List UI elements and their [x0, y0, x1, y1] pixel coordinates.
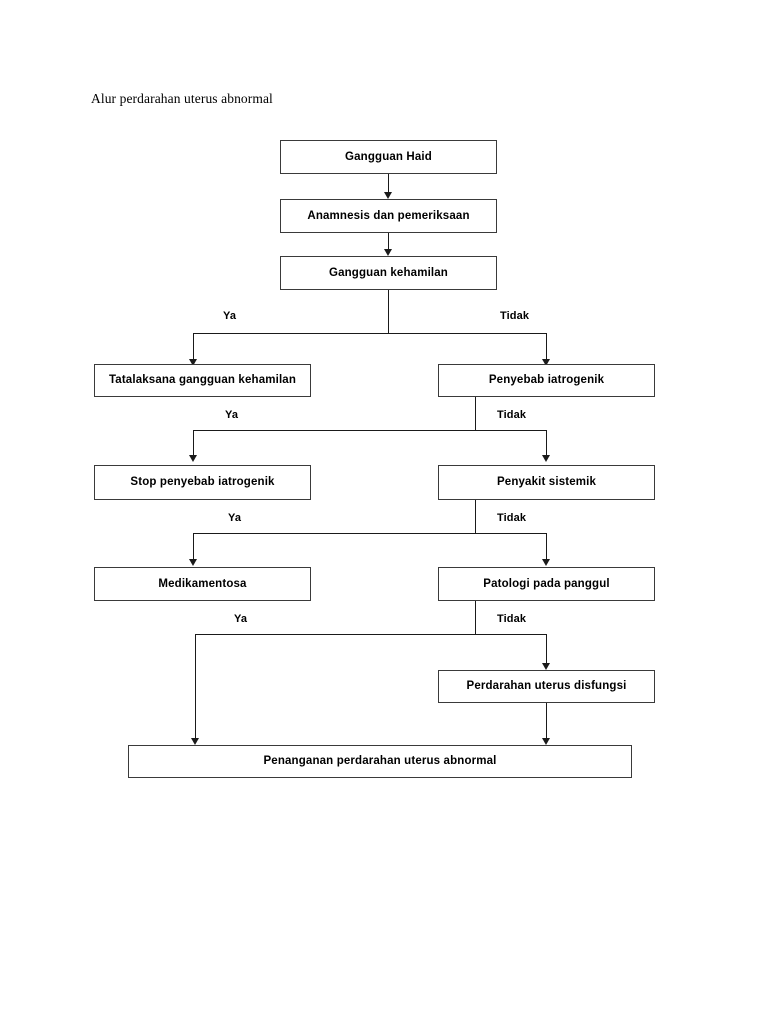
node-penyakit-sistemik: Penyakit sistemik	[438, 465, 655, 500]
branch-label-ya-2: Ya	[225, 409, 239, 421]
connector-disfungsi-to-penanganan	[546, 703, 547, 738]
node-penanganan-perdarahan-uterus-abnormal: Penanganan perdarahan uterus abnormal	[128, 745, 632, 778]
node-gangguan-kehamilan: Gangguan kehamilan	[280, 256, 497, 290]
connector-gangguan-haid-to-anamnesis	[388, 174, 389, 192]
connector-branch1-stem	[388, 290, 389, 333]
connector-branch1-left-down	[193, 333, 194, 359]
branch-label-ya-4: Ya	[234, 613, 248, 625]
node-patologi-pada-panggul: Patologi pada panggul	[438, 567, 655, 601]
connector-branch1-right-down	[546, 333, 547, 359]
arrowhead-to-patologi-pada-panggul	[541, 559, 550, 566]
connector-branch4-right-down	[546, 634, 547, 663]
branch-label-tidak-1: Tidak	[500, 310, 530, 322]
node-penyebab-iatrogenik: Penyebab iatrogenik	[438, 364, 655, 397]
node-stop-penyebab-iatrogenik: Stop penyebab iatrogenik	[94, 465, 311, 500]
arrowhead-right-to-penanganan	[541, 738, 550, 745]
connector-branch2-left-down	[193, 430, 194, 455]
branch-label-tidak-2: Tidak	[497, 409, 527, 421]
connector-branch3-horizontal	[193, 533, 546, 534]
arrowhead-to-perdarahan-uterus-disfungsi	[541, 663, 550, 670]
branch-label-ya-3: Ya	[228, 512, 242, 524]
connector-branch3-stem	[475, 500, 476, 533]
node-gangguan-haid: Gangguan Haid	[280, 140, 497, 174]
arrowhead-left-to-penanganan	[190, 738, 199, 745]
node-medikamentosa: Medikamentosa	[94, 567, 311, 601]
connector-branch3-right-down	[546, 533, 547, 559]
arrowhead-to-medikamentosa	[188, 559, 197, 566]
connector-branch1-horizontal	[193, 333, 546, 334]
connector-branch2-stem	[475, 397, 476, 430]
branch-label-ya-1: Ya	[223, 310, 237, 322]
arrowhead-to-anamnesis	[383, 192, 392, 199]
branch-label-tidak-4: Tidak	[497, 613, 527, 625]
arrowhead-to-tatalaksana-gangguan-kehamilan	[188, 359, 197, 366]
connector-branch4-left-long-down	[195, 634, 196, 738]
connector-branch2-horizontal	[193, 430, 546, 431]
page-title: Alur perdarahan uterus abnormal	[91, 91, 273, 106]
arrowhead-to-penyebab-iatrogenik	[541, 359, 550, 366]
node-tatalaksana-gangguan-kehamilan: Tatalaksana gangguan kehamilan	[94, 364, 311, 397]
branch-label-tidak-3: Tidak	[497, 512, 527, 524]
node-anamnesis-dan-pemeriksaan: Anamnesis dan pemeriksaan	[280, 199, 497, 233]
connector-branch4-stem	[475, 601, 476, 634]
arrowhead-to-stop-penyebab-iatrogenik	[188, 455, 197, 462]
connector-branch3-left-down	[193, 533, 194, 559]
arrowhead-to-gangguan-kehamilan	[383, 249, 392, 256]
connector-branch4-horizontal	[195, 634, 546, 635]
connector-branch2-right-down	[546, 430, 547, 455]
arrowhead-to-penyakit-sistemik	[541, 455, 550, 462]
node-perdarahan-uterus-disfungsi: Perdarahan uterus disfungsi	[438, 670, 655, 703]
connector-anamnesis-to-gangguan-kehamilan	[388, 233, 389, 249]
